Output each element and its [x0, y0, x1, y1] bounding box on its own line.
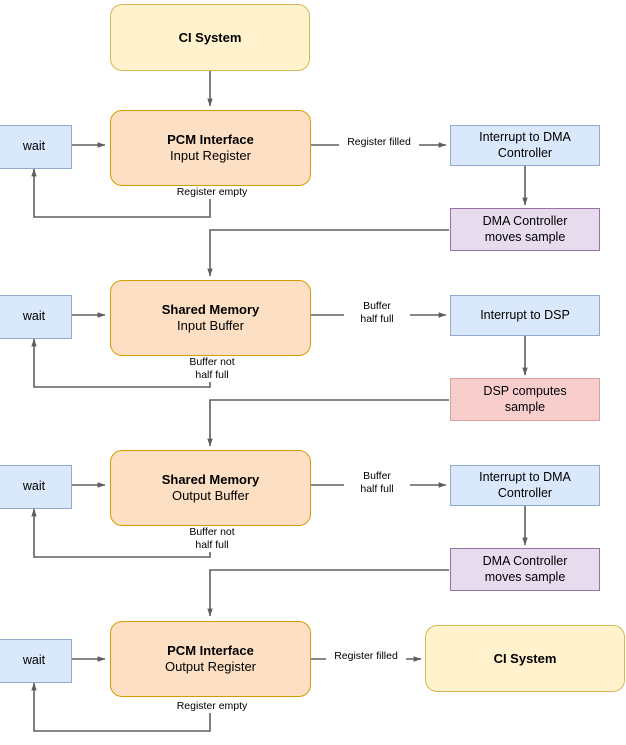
node-label: CI System: [178, 29, 242, 45]
node-label-line1: DMA Controller: [482, 214, 568, 229]
edge-label-text-line2: half full: [360, 313, 394, 326]
node-wait-1[interactable]: wait: [0, 125, 72, 169]
node-label-line2: sample: [504, 399, 546, 414]
node-label-line1: PCM Interface: [167, 643, 254, 659]
node-interrupt-to-dma-controller-2[interactable]: Interrupt to DMA Controller: [450, 465, 600, 506]
node-label-line2: moves sample: [484, 229, 566, 244]
node-ci-system-top[interactable]: CI System: [110, 4, 310, 71]
edge-label-text-line1: Buffer not: [189, 356, 235, 368]
edge-label-text: Register filled: [334, 650, 398, 662]
node-shared-memory-output-buffer[interactable]: Shared Memory Output Buffer: [110, 450, 311, 526]
node-label: wait: [22, 479, 46, 494]
edge-label-text: Register empty: [176, 186, 248, 198]
edge-label-text-line2: half full: [195, 539, 229, 552]
edge-label-text-line2: half full: [195, 369, 229, 382]
node-pcm-interface-output-register[interactable]: PCM Interface Output Register: [110, 621, 311, 697]
edge-label-buffer-half-full-2: Buffer half full: [344, 470, 410, 497]
node-label-line1: Shared Memory: [161, 302, 260, 318]
node-ci-system-bottom[interactable]: CI System: [425, 625, 625, 692]
edge-label-register-empty-2: Register empty: [168, 700, 256, 714]
edge-label-buffer-half-full-1: Buffer half full: [344, 300, 410, 327]
node-label-line1: Shared Memory: [161, 472, 260, 488]
node-wait-3[interactable]: wait: [0, 465, 72, 509]
node-wait-2[interactable]: wait: [0, 295, 72, 339]
node-wait-4[interactable]: wait: [0, 639, 72, 683]
node-label: wait: [22, 309, 46, 324]
node-label-line2: Controller: [497, 485, 553, 500]
node-label-line2: Controller: [497, 145, 553, 160]
edge-label-text-line1: Buffer: [363, 470, 391, 482]
node-shared-memory-input-buffer[interactable]: Shared Memory Input Buffer: [110, 280, 311, 356]
node-label-line2: Output Register: [164, 659, 257, 674]
node-label-line1: Interrupt to DMA: [479, 130, 571, 145]
node-label-line2: Input Register: [170, 148, 251, 163]
edge-dma-moves1-to-shared-input: [207, 229, 449, 277]
node-pcm-interface-input-register[interactable]: PCM Interface Input Register: [110, 110, 311, 186]
node-label: wait: [22, 653, 46, 668]
edge-label-text-line1: Buffer: [363, 300, 391, 312]
node-label-line1: Interrupt to DMA: [479, 470, 571, 485]
node-label: Interrupt to DSP: [480, 307, 570, 322]
node-interrupt-to-dsp[interactable]: Interrupt to DSP: [450, 295, 600, 336]
edge-label-text: Register empty: [176, 700, 248, 712]
edge-dma-moves2-to-pcm-output: [207, 569, 449, 617]
edge-label-register-filled-1: Register filled: [339, 136, 419, 150]
node-label-line2: Output Buffer: [171, 488, 250, 503]
node-label-line2: moves sample: [484, 569, 566, 584]
edge-label-buffer-not-half-full-1: Buffer not half full: [172, 356, 252, 383]
node-interrupt-to-dma-controller-1[interactable]: Interrupt to DMA Controller: [450, 125, 600, 166]
edge-dsp-computes-to-shared-output: [207, 399, 449, 447]
edge-label-text: Register filled: [347, 136, 411, 148]
edge-label-text-line2: half full: [360, 483, 394, 496]
edge-label-text-line1: Buffer not: [189, 526, 235, 538]
node-dma-controller-moves-sample-1[interactable]: DMA Controller moves sample: [450, 208, 600, 251]
node-label-line1: PCM Interface: [167, 132, 254, 148]
node-label-line2: Input Buffer: [177, 318, 244, 333]
node-label-line1: DSP computes: [483, 384, 567, 399]
node-dsp-computes-sample[interactable]: DSP computes sample: [450, 378, 600, 421]
node-label: wait: [22, 139, 46, 154]
edge-label-register-empty-1: Register empty: [168, 186, 256, 200]
edge-label-buffer-not-half-full-2: Buffer not half full: [172, 526, 252, 553]
node-dma-controller-moves-sample-2[interactable]: DMA Controller moves sample: [450, 548, 600, 591]
node-label-line1: DMA Controller: [482, 554, 568, 569]
node-label: CI System: [493, 650, 557, 666]
edge-label-register-filled-2: Register filled: [326, 650, 406, 664]
